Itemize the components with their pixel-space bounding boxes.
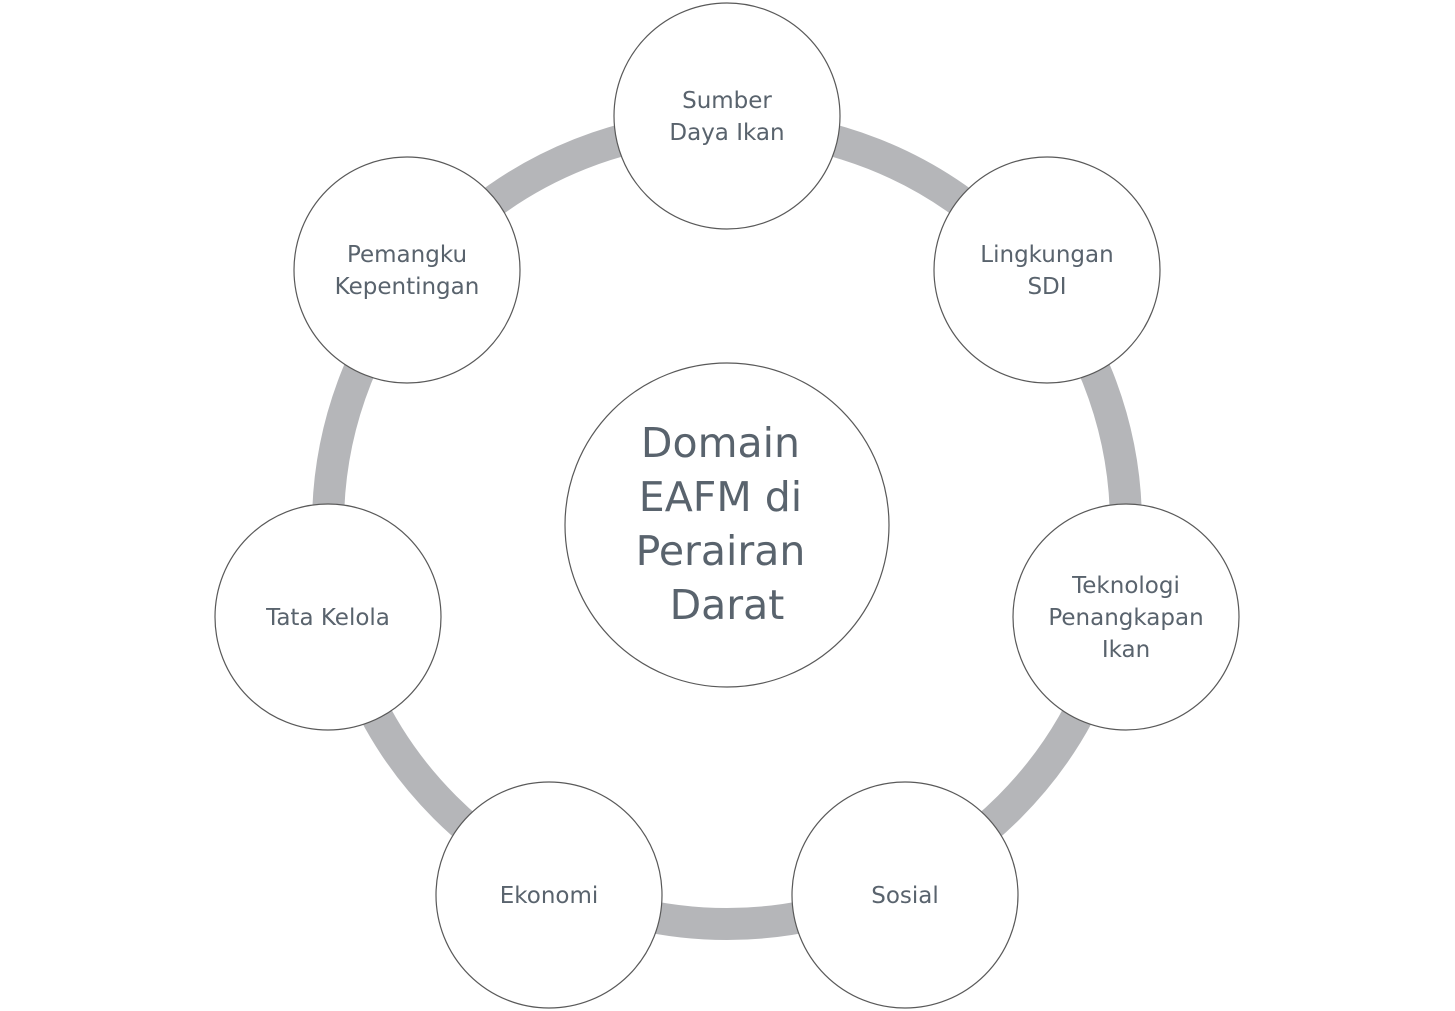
node-label-line: Ikan (1102, 637, 1150, 663)
node-label-line: SDI (1027, 274, 1066, 300)
node-circle (214, 503, 442, 731)
node-label-line: Lingkungan (980, 242, 1113, 268)
node-circle (791, 781, 1019, 1009)
node-label-line: Ekonomi (500, 883, 599, 909)
center-node: Domain EAFM di Perairan Darat (564, 362, 890, 688)
node-label-line: Penangkapan (1048, 605, 1203, 631)
node-label-line: Sosial (871, 883, 939, 909)
node-label-line: Kepentingan (335, 274, 480, 300)
center-title-line: Perairan (636, 527, 806, 575)
node-tata-kelola: Tata Kelola (214, 503, 442, 731)
center-title-line: EAFM di (639, 473, 802, 521)
node-label-line: Sumber (682, 88, 772, 114)
node-label-line: Daya Ikan (669, 120, 784, 146)
node-circle (613, 2, 841, 230)
center-title: Domain EAFM di Perairan Darat (636, 419, 819, 629)
center-circle (564, 362, 890, 688)
center-title-line: Domain (641, 419, 800, 467)
node-circle (1012, 503, 1240, 731)
node-circle (933, 156, 1161, 384)
node-label-line: Pemangku (347, 242, 467, 268)
node-label-line: Teknologi (1071, 573, 1180, 599)
node-circle (293, 156, 521, 384)
node-label-line: Tata Kelola (265, 605, 390, 631)
node-label: Ekonomi (500, 883, 599, 909)
node-ekonomi: Ekonomi (435, 781, 663, 1009)
node-label: Sosial (871, 883, 939, 909)
node-circle (435, 781, 663, 1009)
center-title-line: Darat (670, 581, 785, 629)
node-label: Tata Kelola (265, 605, 390, 631)
node-sosial: Sosial (791, 781, 1019, 1009)
